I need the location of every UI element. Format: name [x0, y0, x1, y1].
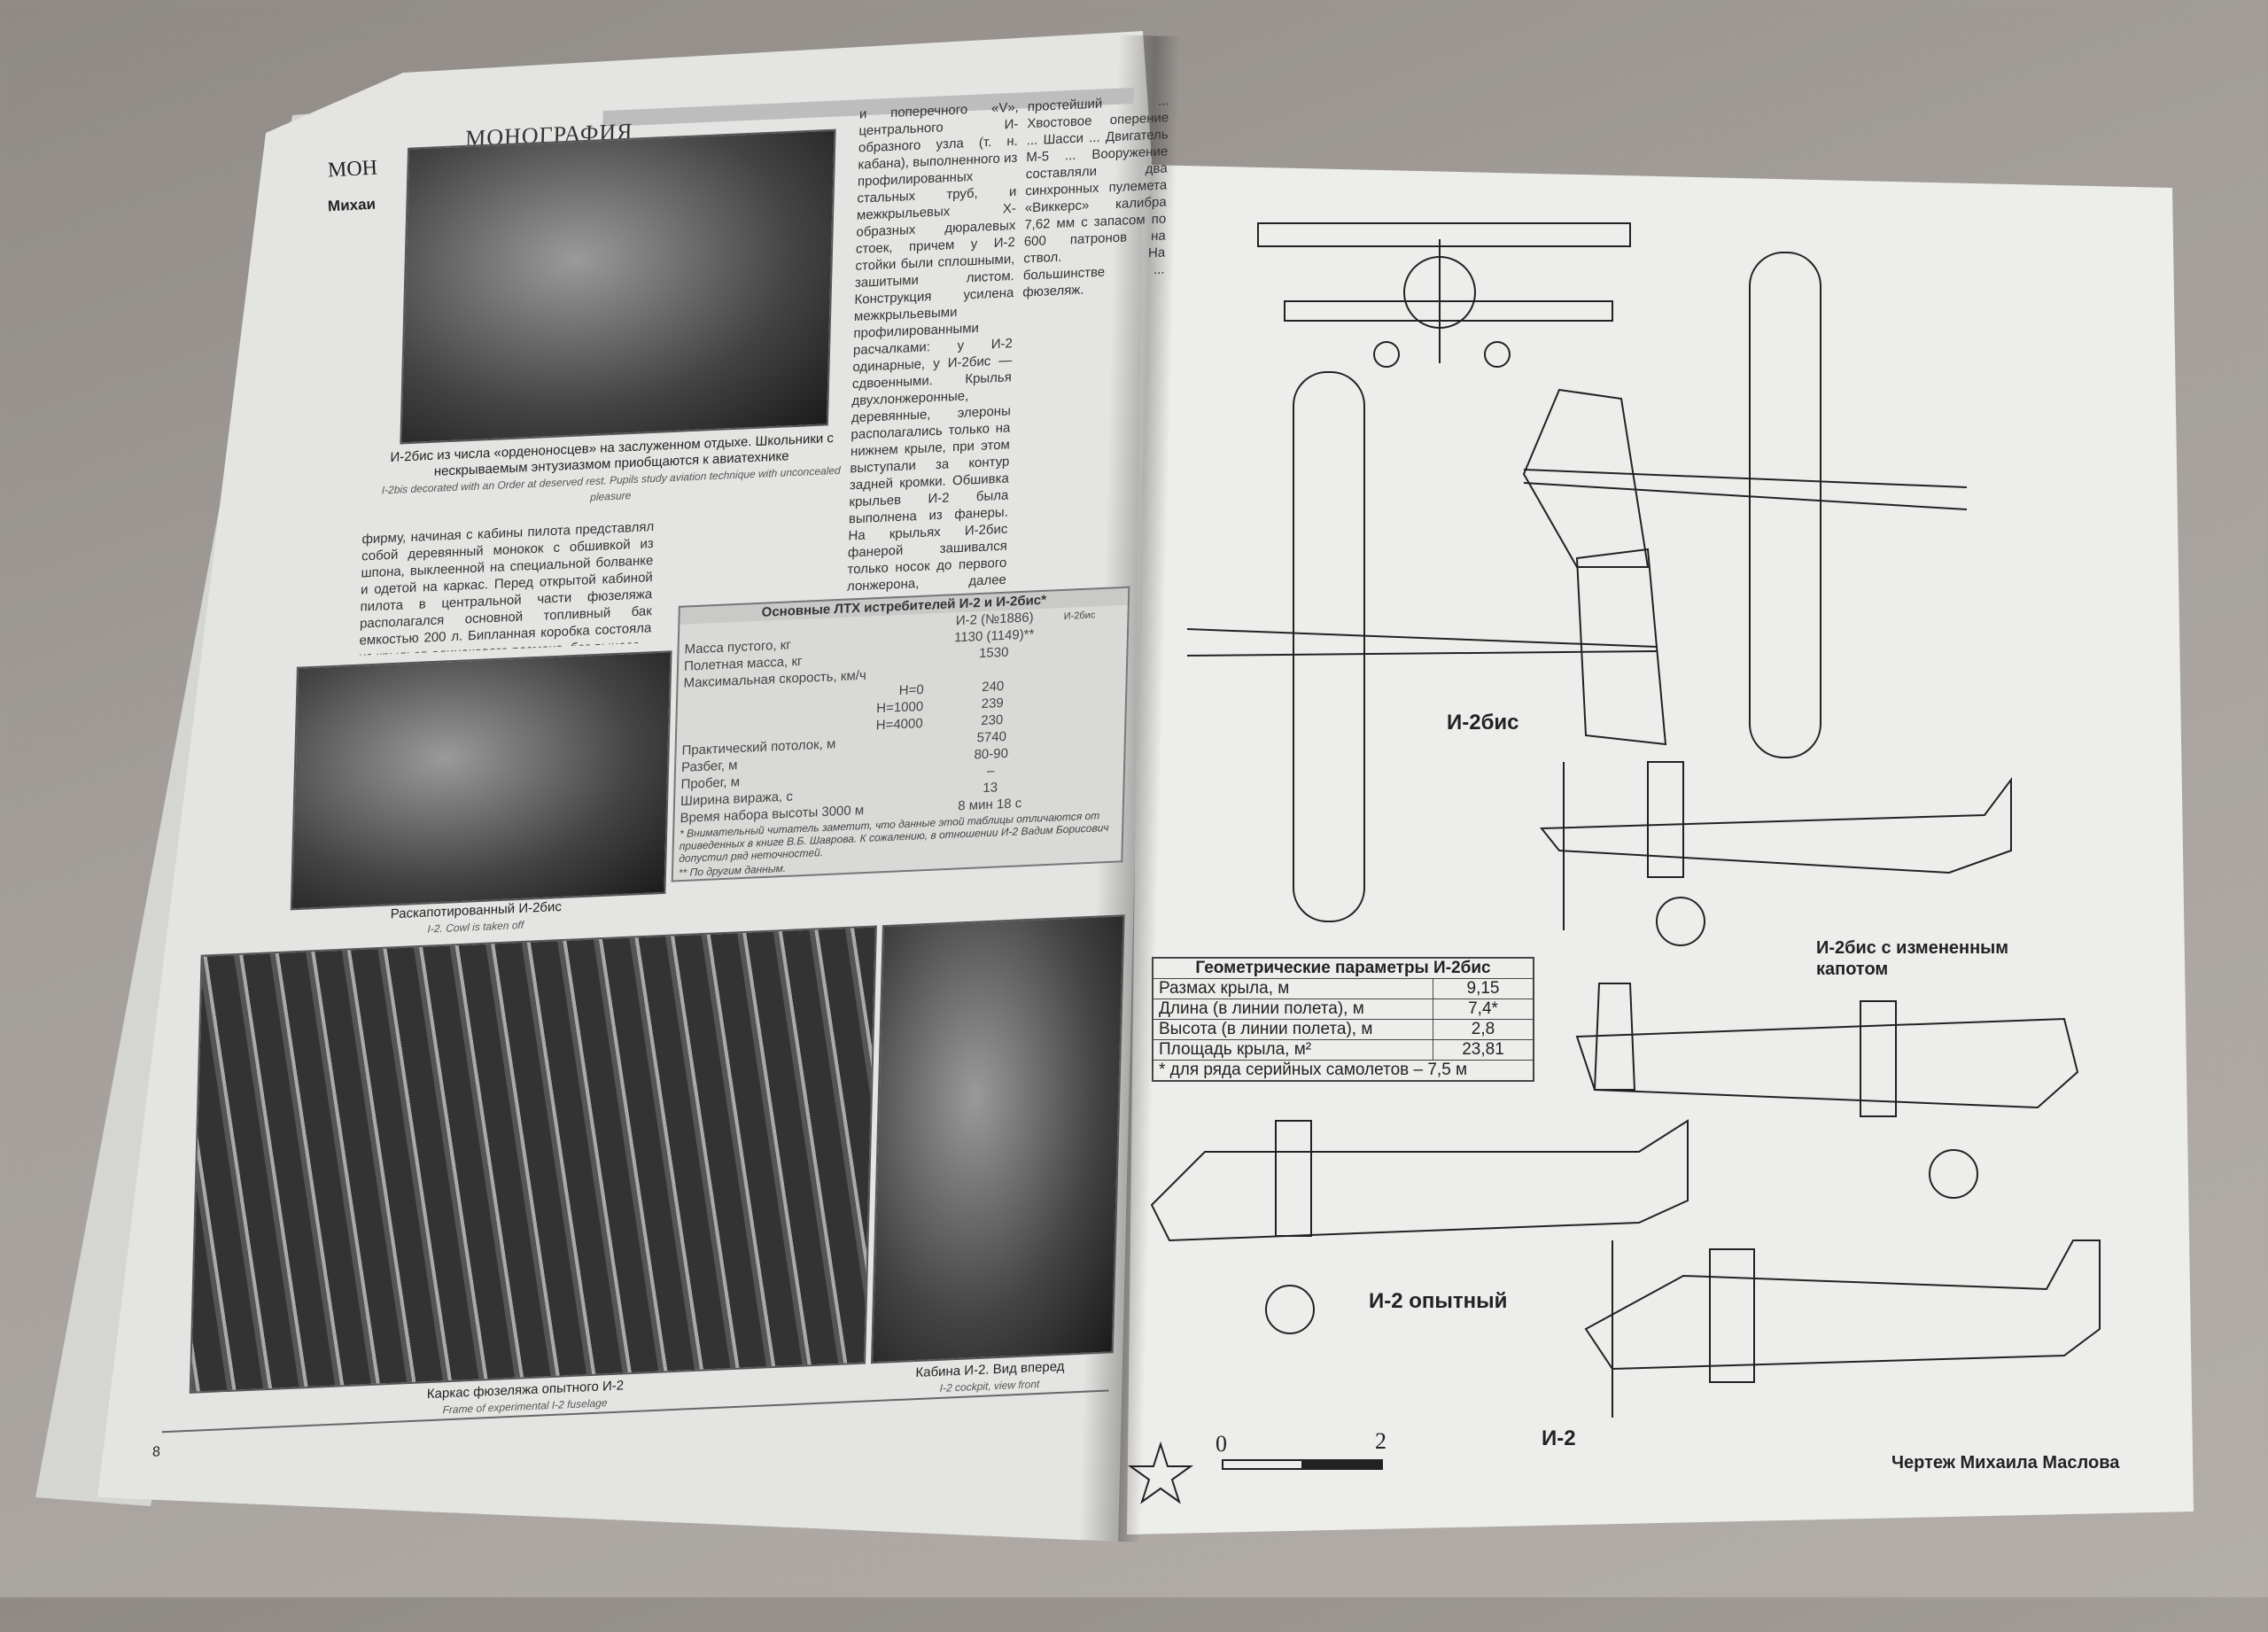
top-view-2-drawing: [1522, 252, 1968, 758]
row-label: Высота (в линии полета), м: [1152, 1019, 1433, 1040]
label-i2: И-2: [1542, 1426, 1576, 1450]
row-value: 2,8: [1433, 1019, 1534, 1040]
label-i2bis: И-2бис: [1447, 711, 1519, 734]
row-value: 9,15: [1433, 978, 1534, 999]
top-view-drawing: [1186, 371, 1667, 922]
side-view-i2bis-drawing: [1539, 761, 2012, 946]
drawing-credit: Чертеж Михаила Маслова: [1891, 1453, 2120, 1473]
label-i2-prototype: И-2 опытный: [1369, 1289, 1508, 1313]
scale-end: 2: [1375, 1428, 1386, 1454]
row-value: 7,4*: [1433, 999, 1534, 1020]
scale-start: 0: [1216, 1431, 1227, 1457]
right-page: [1127, 165, 2194, 1535]
geometry-table: Геометрические параметры И-2бис Размах к…: [1152, 957, 1534, 1082]
label-i2bis-cowl: И-2бис с измененным капотом: [1816, 938, 2009, 979]
side-view-cowl-drawing: [1575, 983, 2079, 1199]
geo-footnote: * для ряда серийных самолетов – 7,5 м: [1152, 1060, 1534, 1082]
geo-title: Геометрические параметры И-2бис: [1152, 957, 1534, 979]
side-view-proto-drawing: [1150, 1119, 1689, 1334]
side-view-i2-drawing: [1584, 1240, 2101, 1418]
aircraft-drawings: [1127, 222, 2101, 1504]
row-label: Размах крыла, м: [1152, 978, 1433, 999]
row-value: 23,81: [1433, 1039, 1534, 1061]
row-label: Длина (в линии полета), м: [1152, 999, 1433, 1020]
front-view-drawing: [1257, 222, 1631, 368]
red-star-logo: [1127, 1441, 1194, 1504]
row-label: Площадь крыла, м²: [1152, 1039, 1433, 1061]
scale-bar: [1222, 1459, 1383, 1470]
